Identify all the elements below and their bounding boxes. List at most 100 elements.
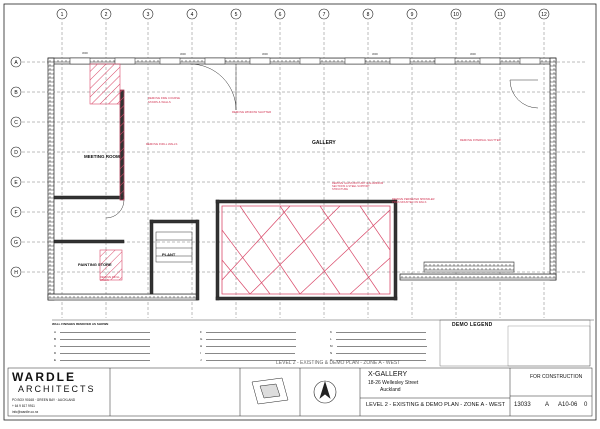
svg-text:D: D: [14, 150, 18, 156]
svg-text:2: 2: [105, 12, 108, 18]
legend-item: K: [330, 330, 427, 334]
grid-bubbles-left: A B C D E F G H: [10, 56, 22, 278]
legend-item: M: [330, 344, 427, 348]
status: FOR CONSTRUCTION: [530, 374, 583, 380]
firm-email: info@wardle.co.nz: [12, 410, 39, 414]
firm-address: PO BOX 90168 · GREEN BAY · AUCKLAND: [12, 398, 76, 402]
grid-bubble-top: 1: [56, 8, 68, 20]
plant-area: [155, 231, 193, 263]
dimension-markers: 3000 3000 3000 3000 3000: [82, 51, 476, 56]
revision: 0: [584, 402, 588, 408]
grid-bubble-top: 8: [362, 8, 374, 20]
note-glass-box: REMOVE GLASS BOX UNIT & ALUMINIUM SECTIO…: [332, 182, 384, 191]
svg-text:G: G: [14, 240, 18, 246]
grid-bubble-left: D: [10, 146, 22, 158]
svg-text:8: 8: [367, 12, 370, 18]
note-sprinkler: REMOVE PERIMETER SPRINKLER PIPES MOUNTED…: [392, 198, 435, 204]
grid-bubble-top: 11: [494, 8, 506, 20]
room-meeting: MEETING ROOM: [84, 154, 120, 159]
grid-bubble-left: C: [10, 116, 22, 128]
svg-text:A: A: [14, 60, 18, 66]
grid-bubble-top: 10: [450, 8, 462, 20]
grid-bubble-left: G: [10, 236, 22, 248]
drawing-caption: LEVEL 2 - EXISTING & DEMO PLAN - ZONE A …: [276, 360, 401, 366]
legend-item: E: [54, 358, 151, 362]
svg-text:3000: 3000: [82, 51, 88, 55]
svg-text:H: H: [14, 270, 18, 276]
svg-text:12: 12: [541, 12, 547, 18]
grid-bubble-left: F: [10, 206, 22, 218]
legend-item: J: [200, 358, 296, 362]
note-infill-walls: REMOVE INFILL WALLS: [146, 142, 178, 146]
grid-bubble-left: H: [10, 266, 22, 278]
room-gallery: GALLERY: [312, 140, 336, 146]
project-city: Auckland: [380, 387, 401, 393]
project-name: X-GALLERY: [368, 371, 408, 378]
demo-hatch: [89, 63, 391, 295]
svg-text:4: 4: [191, 12, 194, 18]
svg-text:9: 9: [411, 12, 414, 18]
note-infill-small: REMOVE INFILL WALLS: [100, 276, 120, 282]
note-window-shutter: REMOVE WINDOW SHUTTER: [232, 110, 272, 114]
legend-item: G: [200, 337, 297, 341]
room-store: PAINTING STORE: [78, 262, 112, 267]
grid-bubble-top: 6: [274, 8, 286, 20]
note-internal-shutter: REMOVE INTERNAL SHUTTER: [460, 138, 501, 142]
legend-item: I: [200, 351, 295, 355]
svg-text:E: E: [14, 180, 18, 186]
north-arrow-icon: [313, 380, 337, 404]
grid-bubble-top: 3: [142, 8, 154, 20]
grid-bubble-top: 7: [318, 8, 330, 20]
grid-bubble-top: 5: [230, 8, 242, 20]
svg-text:3000: 3000: [372, 52, 378, 56]
firm-name-1: WARDLE: [12, 370, 76, 384]
svg-text:7: 7: [323, 12, 326, 18]
svg-text:3: 3: [147, 12, 150, 18]
sheet-number: A10-06: [558, 402, 578, 408]
top-windows: [69, 57, 541, 65]
legend-item: D: [54, 351, 151, 355]
sheet-size: A: [545, 402, 550, 408]
svg-text:5: 5: [235, 12, 238, 18]
legend-heading: WALL FINISHES REMOVED AS SHOWN: [52, 322, 109, 326]
notes-box: [507, 325, 591, 367]
legend-item: L: [330, 337, 426, 341]
internal-walls: [53, 89, 398, 301]
svg-text:3000: 3000: [262, 52, 268, 56]
glass-box-lines: [221, 205, 391, 295]
svg-text:11: 11: [497, 12, 502, 18]
grid-top: [61, 22, 545, 318]
svg-text:6: 6: [279, 12, 282, 18]
svg-text:10: 10: [453, 12, 459, 18]
legend-item: B: [54, 337, 151, 341]
legend-item: N: [330, 351, 427, 355]
svg-text:1: 1: [61, 12, 64, 18]
project-address: 18-26 Wellesley Street: [368, 380, 419, 386]
room-plant: PLANT: [162, 252, 176, 257]
grid-bubble-top: 12: [538, 8, 550, 20]
title-block-lines: [7, 367, 593, 417]
legend-item: A: [54, 330, 151, 334]
grid-bubble-top: 9: [406, 8, 418, 20]
key-plan-icon: [251, 377, 289, 405]
firm-phone: + 64 9 817 9911: [12, 404, 35, 408]
svg-text:F: F: [14, 210, 17, 216]
grid-bubble-top: 4: [186, 8, 198, 20]
demo-legend-title: DEMO LEGEND: [452, 322, 493, 328]
firm-name-2: ARCHITECTS: [18, 384, 96, 394]
grid-bubble-left: B: [10, 86, 22, 98]
legend-item: O: [330, 358, 427, 362]
legend-item: C: [54, 344, 151, 348]
svg-text:C: C: [14, 120, 18, 126]
svg-text:3000: 3000: [470, 52, 476, 56]
right-unit: [423, 261, 515, 273]
svg-text:B: B: [14, 90, 18, 96]
note-fire-stairs: REMOVE FIRE COURSE STAIRS & WALLS: [148, 96, 181, 104]
grid-bubble-left: A: [10, 56, 22, 68]
legend-item: F: [200, 330, 296, 334]
grid-bubble-top: 2: [100, 8, 112, 20]
legend-item: H: [200, 344, 297, 348]
